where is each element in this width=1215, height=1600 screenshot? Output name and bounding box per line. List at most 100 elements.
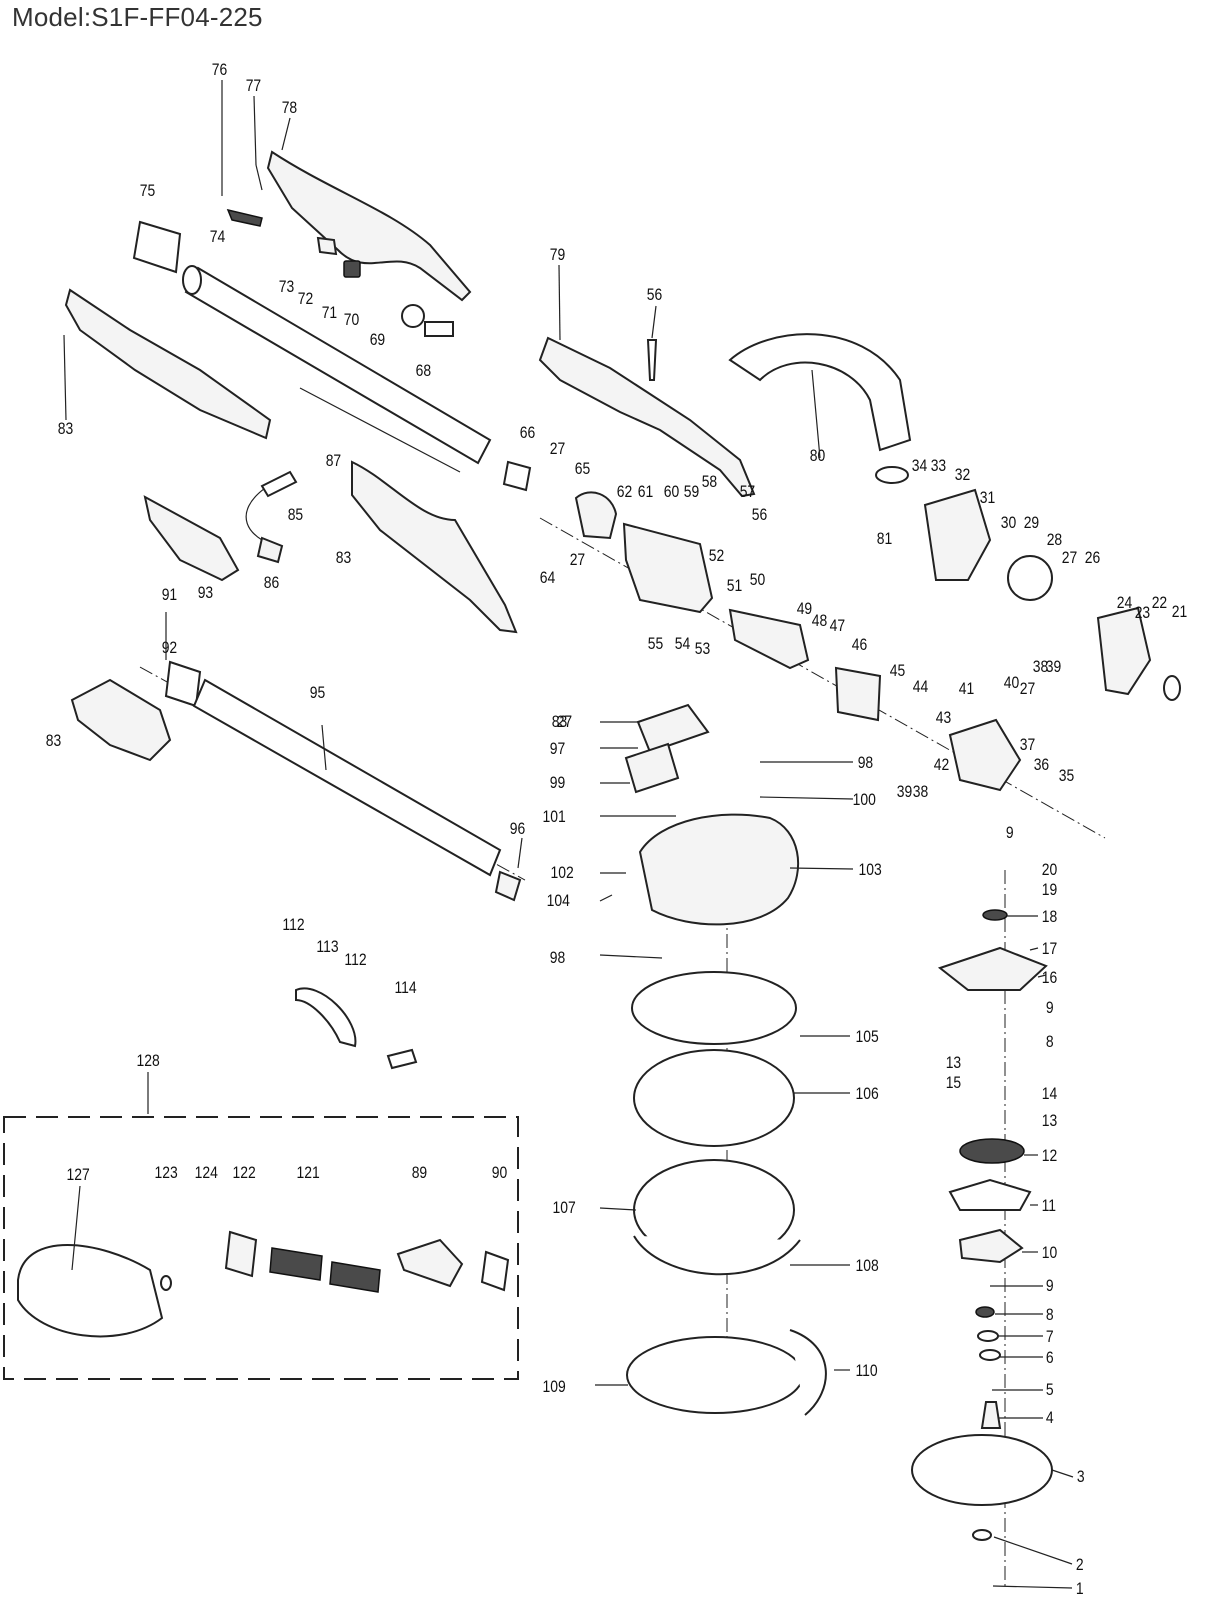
callout-label: 104 — [547, 892, 571, 911]
segment-108 — [633, 1235, 801, 1276]
callout-label: 19 — [1042, 881, 1057, 900]
coupling-75 — [132, 220, 182, 274]
cover-97 — [636, 703, 710, 754]
callout-label: 62 — [617, 483, 632, 502]
callout-label: 10 — [1042, 1244, 1058, 1263]
callout-label: 113 — [316, 938, 338, 957]
callout-label: 107 — [553, 1199, 576, 1218]
callout-label: 41 — [959, 680, 974, 699]
callout-label: 27 — [550, 440, 565, 459]
callout-label: 38 — [913, 783, 928, 802]
cord-protector-85 — [260, 470, 298, 498]
callout-label: 29 — [1024, 514, 1039, 533]
callout-label: 122 — [233, 1164, 256, 1183]
callout-label: 80 — [810, 447, 826, 466]
cover-24 — [1096, 606, 1152, 696]
bearing-housing-16 — [937, 946, 1048, 991]
callout-label: 52 — [709, 547, 724, 566]
switch-70 — [343, 260, 361, 278]
stator-46 — [834, 666, 882, 722]
end-cap-96 — [494, 870, 522, 902]
housing-10 — [958, 1228, 1024, 1264]
inner-rod-87 — [299, 387, 461, 473]
callout-label: 59 — [684, 483, 699, 502]
head-plate-103 — [638, 813, 800, 926]
callout-label: 1 — [1076, 1580, 1084, 1599]
knob-68 — [401, 304, 425, 328]
callout-label: 78 — [282, 99, 297, 118]
pcb-99 — [624, 742, 680, 794]
callout-label: 46 — [852, 636, 867, 655]
callout-label: 64 — [540, 569, 556, 588]
callout-label: 17 — [1042, 940, 1057, 959]
handle-half-83-upper — [64, 288, 272, 440]
washer-2 — [972, 1529, 992, 1541]
spindle-4 — [980, 1401, 1002, 1429]
callout-label: 101 — [543, 808, 566, 827]
cuff-90 — [480, 1250, 510, 1292]
fan-cover-65 — [574, 491, 618, 540]
strap-113 — [295, 987, 357, 1048]
callout-label: 71 — [322, 304, 337, 323]
callout-label: 77 — [246, 77, 261, 96]
callout-label: 26 — [1085, 549, 1100, 568]
ring-123 — [160, 1275, 172, 1291]
callout-label: 55 — [648, 635, 663, 654]
callout-label: 75 — [140, 182, 155, 201]
pin-77 — [255, 164, 263, 191]
upper-handle-assembly — [64, 150, 492, 465]
callout-label: 65 — [575, 460, 590, 479]
kit-box-128 — [3, 1116, 519, 1380]
callout-label: 108 — [856, 1257, 879, 1276]
lower-handle-assembly — [70, 387, 522, 902]
callout-label: 38 — [1033, 658, 1048, 677]
callout-label: 92 — [162, 639, 177, 658]
plate-11 — [948, 1178, 1032, 1211]
callout-label: 98 — [550, 949, 565, 968]
callout-label: 47 — [830, 617, 845, 636]
callout-label: 6 — [1046, 1349, 1054, 1368]
callout-label: 103 — [859, 861, 882, 880]
callout-label: 56 — [647, 286, 662, 305]
callout-label: 40 — [1004, 674, 1020, 693]
callout-label: 12 — [1042, 1147, 1057, 1166]
callout-label: 50 — [750, 571, 766, 590]
callout-label: 32 — [955, 466, 970, 485]
callout-label: 43 — [936, 709, 951, 728]
handle-half-78 — [266, 150, 472, 302]
washer-18 — [982, 909, 1008, 921]
callout-label: 86 — [264, 574, 279, 593]
ring-105 — [631, 971, 797, 1045]
callout-label: 105 — [856, 1028, 879, 1047]
connector-89 — [396, 1238, 464, 1288]
callout-label: 18 — [1042, 908, 1057, 927]
callout-label: 100 — [853, 791, 877, 810]
callout-label: 93 — [198, 584, 213, 603]
gear-cover-32 — [923, 488, 992, 581]
hose-80 — [728, 333, 912, 452]
callout-label: 70 — [344, 311, 360, 330]
callout-label: 83 — [336, 549, 351, 568]
brush-segment-110 — [789, 1329, 827, 1416]
callout-label: 60 — [664, 483, 680, 502]
callout-label: 56 — [752, 506, 767, 525]
brush-ring-109 — [626, 1336, 804, 1414]
hose-121-a — [269, 1247, 323, 1281]
motor-housing-79 — [538, 336, 756, 498]
ring-106 — [633, 1049, 795, 1147]
accessories — [3, 987, 519, 1380]
callout-label: 96 — [510, 820, 525, 839]
callout-label: 4 — [1046, 1409, 1054, 1428]
callout-label: 8 — [1046, 1306, 1054, 1325]
callout-label: 57 — [740, 483, 755, 502]
handle-half-93 — [143, 495, 240, 582]
callout-label: 27 — [570, 551, 585, 570]
callout-label: 35 — [1059, 767, 1074, 786]
callout-label: 27 — [1062, 549, 1077, 568]
callout-label: 69 — [370, 331, 385, 350]
callout-label: 39 — [1046, 658, 1061, 677]
callout-label: 102 — [551, 864, 574, 883]
callout-label: 54 — [675, 635, 691, 654]
callout-label: 3 — [1077, 1468, 1085, 1487]
